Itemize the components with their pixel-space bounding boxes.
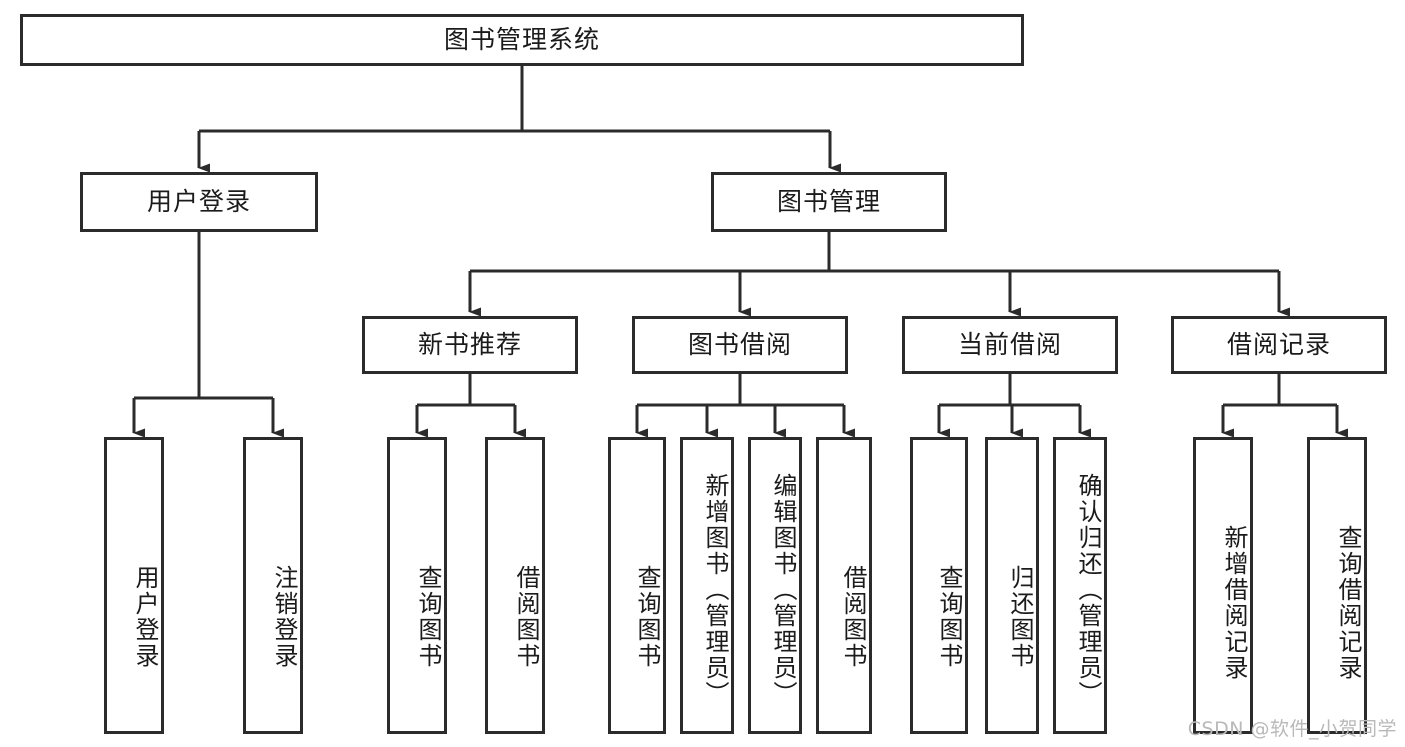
node-leaf-add-book[interactable]: 新增图书（管理员） — [680, 437, 734, 734]
node-user-login[interactable]: 用户登录 — [80, 172, 318, 232]
node-leaf-edit-book-label: 编辑图书（管理员） — [769, 472, 797, 707]
node-leaf-confirm-return[interactable]: 确认归还（管理员） — [1053, 437, 1107, 734]
csdn-watermark: CSDN @软件_小贺同学 — [1187, 718, 1397, 740]
node-leaf-query-book-1[interactable]: 查询图书 — [387, 437, 447, 734]
node-leaf-borrow-book-1[interactable]: 借阅图书 — [485, 437, 545, 734]
node-leaf-add-book-label: 新增图书（管理员） — [701, 472, 729, 707]
node-leaf-query-book-2-label: 查询图书 — [633, 564, 661, 669]
node-leaf-confirm-return-label: 确认归还（管理员） — [1074, 472, 1102, 707]
node-leaf-query-book-2[interactable]: 查询图书 — [608, 437, 666, 734]
node-book-manage[interactable]: 图书管理 — [711, 172, 947, 232]
node-leaf-query-book-1-label: 查询图书 — [414, 564, 442, 669]
node-book-borrow[interactable]: 图书借阅 — [632, 316, 848, 374]
node-leaf-logout[interactable]: 注销登录 — [243, 437, 303, 734]
node-leaf-user-login-label: 用户登录 — [131, 564, 159, 669]
node-new-book-rec[interactable]: 新书推荐 — [362, 316, 578, 374]
node-leaf-query-book-3-label: 查询图书 — [935, 564, 963, 669]
node-borrow-record-label: 借阅记录 — [1226, 330, 1331, 359]
node-leaf-borrow-book-2-label: 借阅图书 — [839, 564, 867, 669]
node-root[interactable]: 图书管理系统 — [20, 14, 1024, 66]
node-leaf-borrow-book-2[interactable]: 借阅图书 — [816, 437, 872, 734]
node-leaf-return-book[interactable]: 归还图书 — [985, 437, 1039, 734]
node-leaf-user-login[interactable]: 用户登录 — [104, 437, 164, 734]
node-leaf-return-book-label: 归还图书 — [1006, 564, 1034, 669]
node-leaf-logout-label: 注销登录 — [270, 564, 298, 669]
node-current-borrow-label: 当前借阅 — [957, 330, 1062, 359]
node-root-label: 图书管理系统 — [443, 25, 600, 54]
node-leaf-add-record-label: 新增借阅记录 — [1220, 524, 1248, 681]
node-current-borrow[interactable]: 当前借阅 — [902, 316, 1118, 374]
node-book-manage-label: 图书管理 — [776, 187, 881, 216]
node-leaf-query-record[interactable]: 查询借阅记录 — [1307, 437, 1367, 734]
node-leaf-query-book-3[interactable]: 查询图书 — [910, 437, 968, 734]
node-leaf-query-record-label: 查询借阅记录 — [1334, 524, 1362, 681]
node-leaf-add-record[interactable]: 新增借阅记录 — [1193, 437, 1253, 734]
node-leaf-borrow-book-1-label: 借阅图书 — [512, 564, 540, 669]
node-book-borrow-label: 图书借阅 — [687, 330, 792, 359]
node-borrow-record[interactable]: 借阅记录 — [1171, 316, 1387, 374]
node-new-book-rec-label: 新书推荐 — [417, 330, 522, 359]
node-user-login-label: 用户登录 — [146, 187, 251, 216]
node-leaf-edit-book[interactable]: 编辑图书（管理员） — [748, 437, 802, 734]
